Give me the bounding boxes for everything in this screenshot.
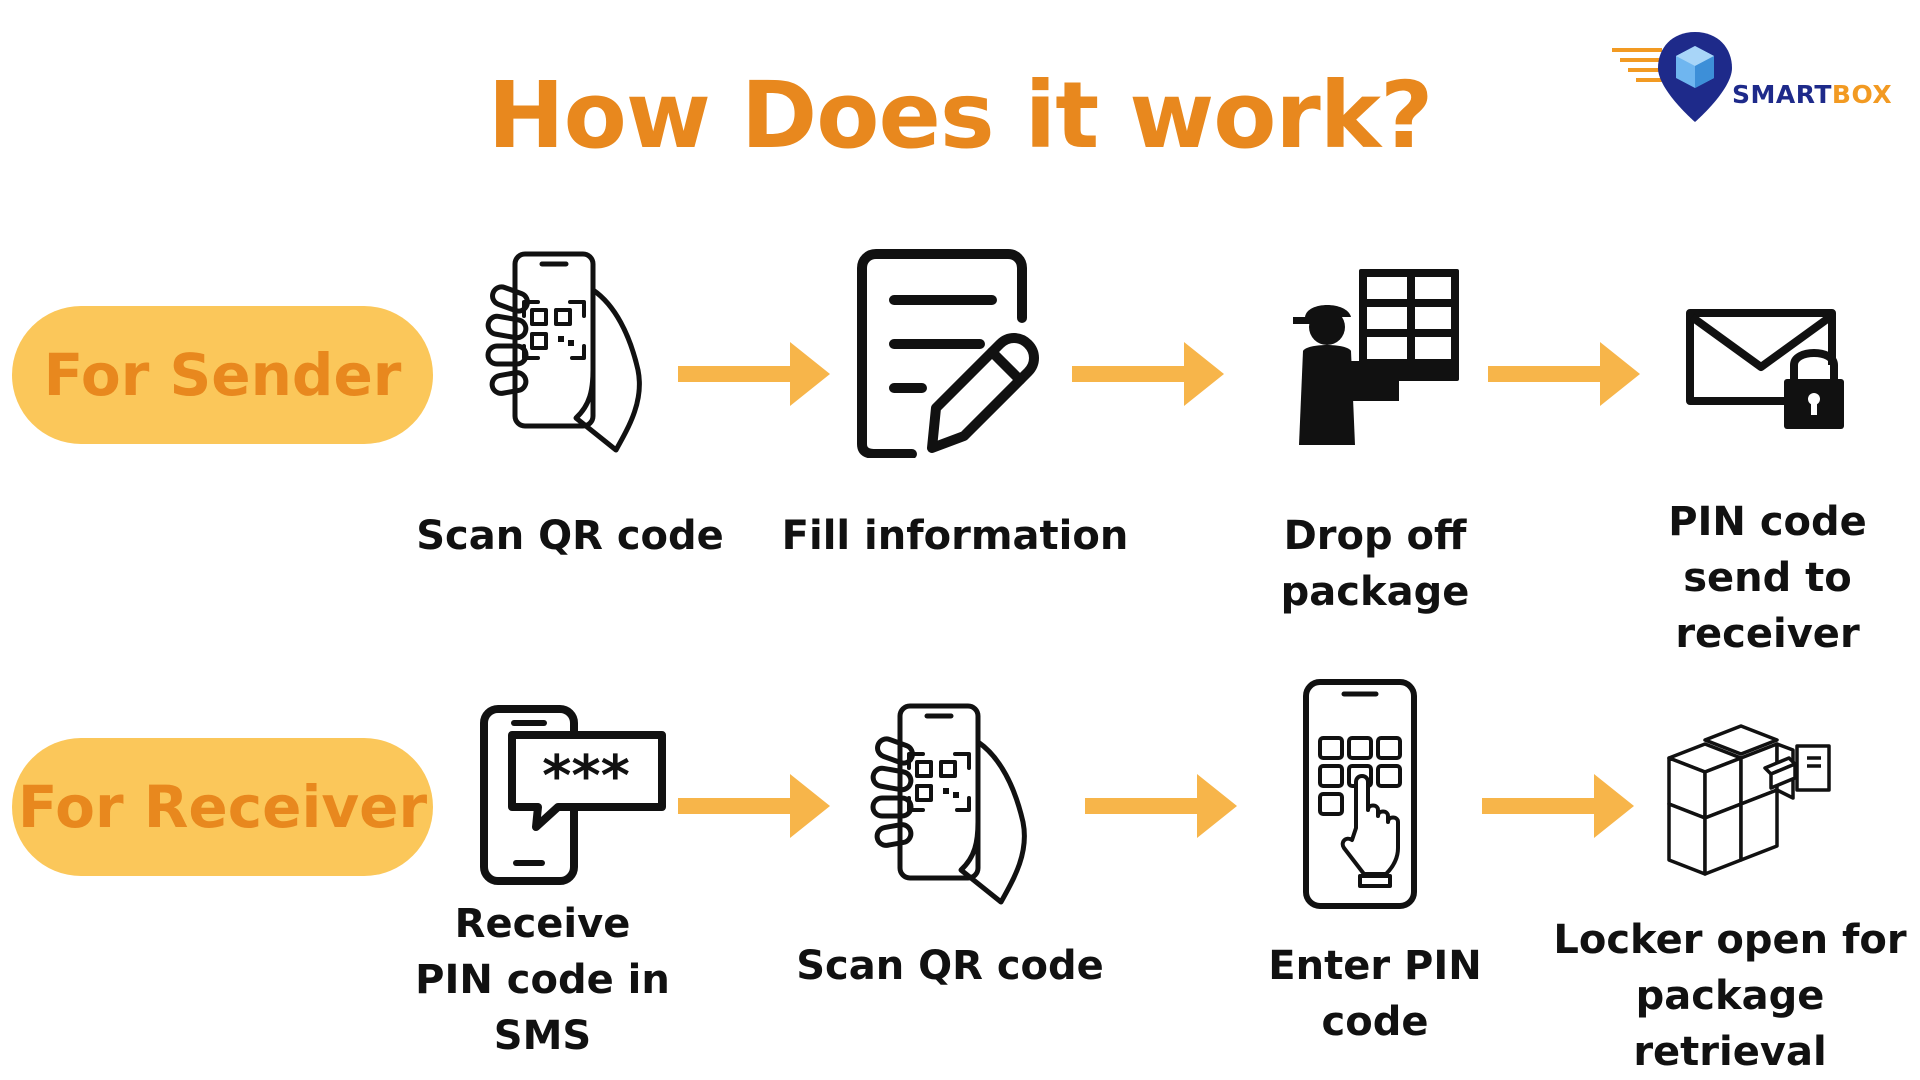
arrow-right-icon [1488, 342, 1640, 406]
receiver-step-4-label: Locker open for package retrieval [1553, 917, 1907, 1075]
receiver-step-3-label: Enter PIN code [1268, 943, 1482, 1045]
sender-step-3-label: Drop off package [1280, 513, 1470, 615]
courier-locker-icon [1293, 269, 1459, 445]
page-title: How Does it work? [487, 62, 1434, 169]
phone-keypad-icon [1303, 679, 1417, 909]
sender-step-1-label: Scan QR code [416, 513, 724, 559]
phone-sms-pin-icon: *** [480, 705, 666, 885]
smartbox-logo: SMARTBOX [1610, 28, 1910, 128]
envelope-lock-icon [1686, 309, 1844, 429]
parcel-locker-icon [1667, 724, 1831, 876]
receiver-step-1-label: Receive PIN code in SMS [415, 901, 670, 1059]
svg-text:***: *** [542, 744, 630, 809]
arrow-right-icon [1072, 342, 1224, 406]
document-pencil-icon [857, 249, 1039, 458]
logo-pin-cube-icon [1612, 32, 1732, 122]
hand-phone-qr-icon [485, 251, 642, 453]
arrow-right-icon [678, 342, 830, 406]
logo-text-accent: BOX [1831, 80, 1893, 109]
hand-phone-qr-icon [870, 703, 1027, 905]
logo-text-main: SMART [1732, 80, 1832, 109]
arrow-right-icon [678, 774, 830, 838]
receiver-pill: For Receiver [12, 738, 433, 876]
arrow-right-icon [1085, 774, 1237, 838]
sender-pill: For Sender [12, 306, 433, 444]
receiver-step-2-label: Scan QR code [796, 943, 1104, 989]
sender-step-2-label: Fill information [781, 513, 1129, 559]
arrow-right-icon [1482, 774, 1634, 838]
sender-step-4-label: PIN code send to receiver [1668, 499, 1867, 657]
